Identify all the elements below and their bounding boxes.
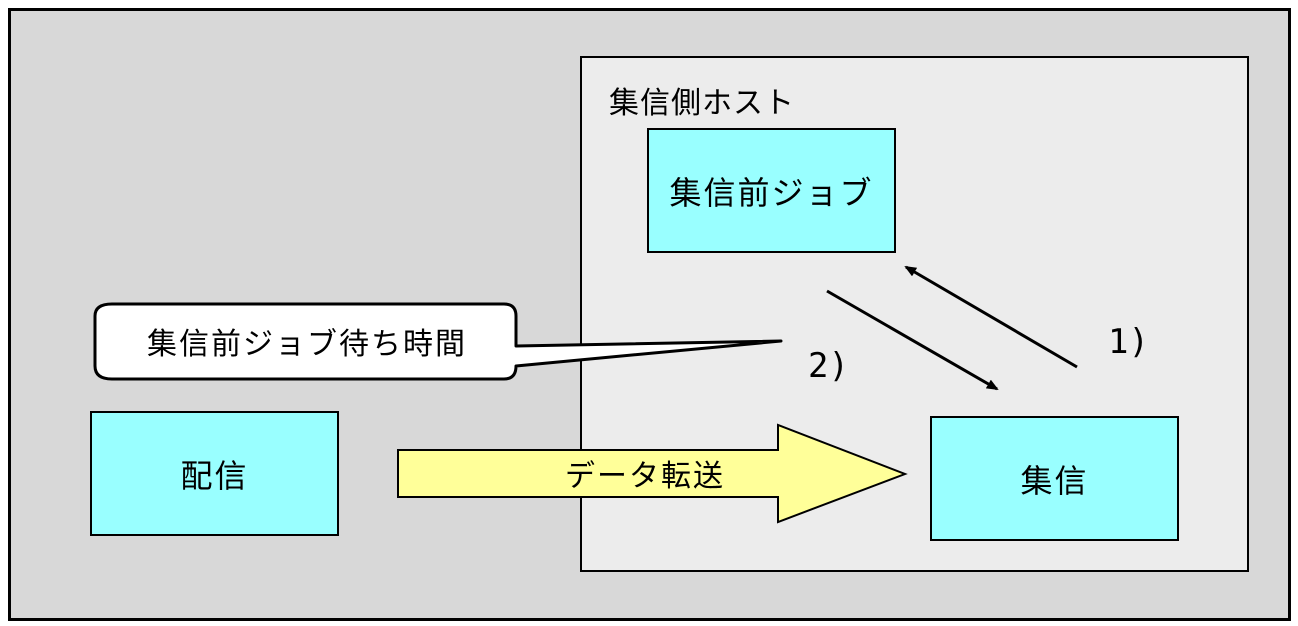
arrow-step2 bbox=[826, 289, 999, 391]
step-2-label: 2) bbox=[808, 346, 849, 386]
receive-box: 集信 bbox=[930, 416, 1179, 541]
data-transfer-arrow bbox=[397, 423, 908, 524]
host-label: 集信側ホスト bbox=[609, 86, 795, 121]
step-1-label: 1) bbox=[1108, 322, 1149, 362]
arrow-step1 bbox=[904, 265, 1078, 369]
data-transfer-label: データ転送 bbox=[565, 459, 725, 494]
pre-job-box: 集信前ジョブ bbox=[647, 128, 896, 253]
send-box: 配信 bbox=[90, 411, 339, 536]
callout-bubble bbox=[93, 302, 783, 381]
callout-label: 集信前ジョブ待ち時間 bbox=[147, 327, 467, 362]
